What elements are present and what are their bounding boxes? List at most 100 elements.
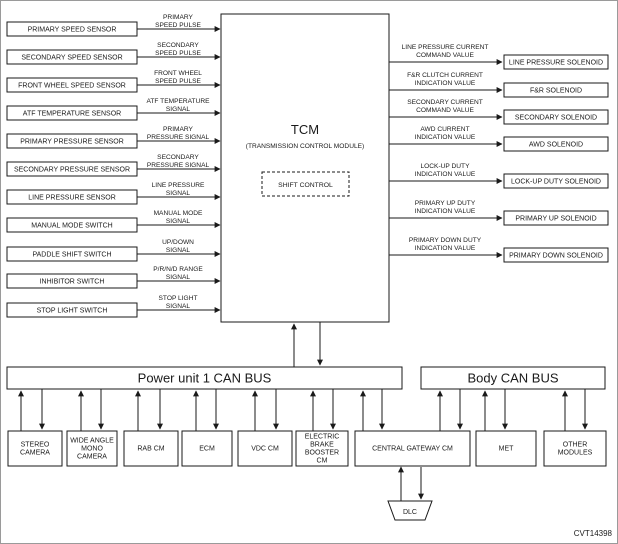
module-label: ELECTRIC	[305, 434, 340, 441]
module-label: STEREO	[21, 442, 50, 449]
output-signal-label: INDICATION VALUE	[415, 80, 476, 87]
input-label: PRIMARY SPEED SENSOR	[28, 27, 117, 34]
output-box	[503, 54, 609, 70]
input-signal-label: SIGNAL	[166, 106, 191, 113]
input-label: ATF TEMPERATURE SENSOR	[23, 111, 121, 118]
module-box	[475, 430, 537, 467]
output-box	[503, 109, 609, 125]
module-box	[7, 430, 63, 467]
input-signal-label: LINE PRESSURE	[152, 182, 205, 189]
output-label: LINE PRESSURE SOLENOID	[509, 60, 603, 67]
input-signal-label: PRESSURE SIGNAL	[147, 134, 210, 141]
input-signal-label: SIGNAL	[166, 218, 191, 225]
output-label: SECONDARY SOLENOID	[515, 115, 597, 122]
module-label: MODULES	[558, 450, 593, 457]
module-label: CENTRAL GATEWAY CM	[372, 446, 453, 453]
input-signal-label: MANUAL MODE	[154, 210, 203, 217]
shift-control-label: SHIFT CONTROL	[278, 182, 333, 189]
output-box	[503, 136, 609, 152]
module-label: CM	[317, 458, 328, 465]
module-box	[123, 430, 179, 467]
input-signal-label: SIGNAL	[166, 247, 191, 254]
dlc-label: DLC	[403, 509, 417, 516]
input-label: PADDLE SHIFT SWITCH	[32, 252, 111, 259]
module-box	[543, 430, 607, 467]
module-box	[295, 430, 349, 467]
output-signal-label: F&R CLUTCH CURRENT	[407, 72, 483, 79]
output-signal-label: LINE PRESSURE CURRENT	[402, 44, 489, 51]
input-signal-label: SIGNAL	[166, 190, 191, 197]
input-signal-label: UP/DOWN	[162, 239, 194, 246]
input-signal-label: SECONDARY	[157, 154, 199, 161]
output-box	[503, 210, 609, 226]
output-signal-label: AWD CURRENT	[420, 126, 469, 133]
module-label: BRAKE	[310, 442, 334, 449]
input-signal-label: STOP LIGHT	[159, 295, 198, 302]
input-signal-label: ATF TEMPERATURE	[146, 98, 210, 105]
module-label: MET	[499, 446, 515, 453]
output-group: LINE PRESSURE SOLENOID LINE PRESSURE CURR…	[389, 44, 609, 263]
output-label: AWD SOLENOID	[529, 142, 583, 149]
input-signal-label: SPEED PULSE	[155, 22, 201, 29]
tcm-title: TCM	[291, 122, 319, 137]
output-label: LOCK-UP DUTY SOLENOID	[511, 179, 601, 186]
input-label: LINE PRESSURE SENSOR	[28, 195, 116, 202]
module-label: CAMERA	[77, 454, 107, 461]
tcm-box	[220, 13, 390, 323]
output-signal-label: PRIMARY UP DUTY	[415, 200, 476, 207]
input-label: MANUAL MODE SWITCH	[31, 223, 112, 230]
module-label: VDC CM	[251, 446, 279, 453]
output-signal-label: INDICATION VALUE	[415, 134, 476, 141]
body-can-bus	[420, 366, 606, 390]
module-box	[354, 430, 471, 467]
input-label: SECONDARY PRESSURE SENSOR	[14, 167, 130, 174]
module-box	[237, 430, 293, 467]
input-signal-label: P/R/N/D RANGE	[153, 266, 203, 273]
input-signal-label: SECONDARY	[157, 42, 199, 49]
output-signal-label: INDICATION VALUE	[415, 245, 476, 252]
module-label: ECM	[199, 446, 215, 453]
power-unit-can-bus-label: Power unit 1 CAN BUS	[138, 371, 272, 386]
figure-code: CVT14398	[574, 529, 613, 538]
output-signal-label: COMMAND VALUE	[416, 107, 474, 114]
input-label: SECONDARY SPEED SENSOR	[21, 55, 122, 62]
output-signal-label: LOCK-UP DUTY	[421, 163, 471, 170]
module-label: MONO	[81, 446, 103, 453]
output-label: PRIMARY UP SOLENOID	[515, 216, 596, 223]
output-signal-label: SECONDARY CURRENT	[407, 99, 483, 106]
input-signal-label: SIGNAL	[166, 303, 191, 310]
module-label: CAMERA	[20, 450, 50, 457]
input-signal-label: PRIMARY	[163, 14, 194, 21]
shift-control-box	[261, 171, 350, 197]
input-label: FRONT WHEEL SPEED SENSOR	[18, 83, 126, 90]
module-label: BOOSTER	[305, 450, 339, 457]
dlc-connector	[387, 500, 433, 521]
output-signal-label: COMMAND VALUE	[416, 52, 474, 59]
module-label: OTHER	[563, 442, 588, 449]
input-label: PRIMARY PRESSURE SENSOR	[20, 139, 124, 146]
output-signal-label: INDICATION VALUE	[415, 208, 476, 215]
module-box	[66, 430, 118, 467]
input-signal-label: SIGNAL	[166, 274, 191, 281]
module-label: WIDE ANGLE	[70, 438, 114, 445]
output-box	[503, 173, 609, 189]
input-signal-label: PRIMARY	[163, 126, 194, 133]
output-box	[503, 247, 609, 263]
module-label: RAB CM	[137, 446, 164, 453]
output-box	[503, 82, 609, 98]
output-label: F&R SOLENOID	[530, 88, 582, 95]
input-signal-label: FRONT WHEEL	[154, 70, 202, 77]
output-label: PRIMARY DOWN SOLENOID	[509, 253, 603, 260]
input-signal-label: PRESSURE SIGNAL	[147, 162, 210, 169]
input-signal-label: SPEED PULSE	[155, 78, 201, 85]
module-box	[181, 430, 233, 467]
power-unit-can-bus	[6, 366, 403, 390]
input-signal-label: SPEED PULSE	[155, 50, 201, 57]
input-label: INHIBITOR SWITCH	[40, 279, 105, 286]
tcm-subtitle: (TRANSMISSION CONTROL MODULE)	[246, 143, 364, 150]
body-can-bus-label: Body CAN BUS	[467, 371, 558, 386]
input-label: STOP LIGHT SWITCH	[37, 308, 108, 315]
